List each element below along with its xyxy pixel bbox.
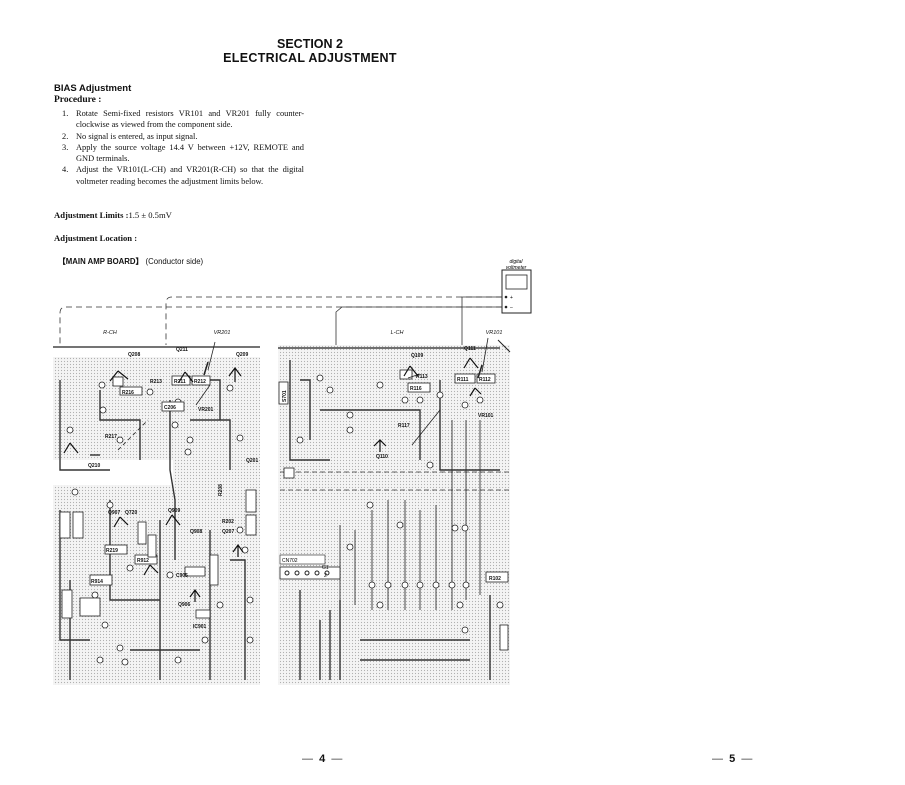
part-label: IC901 — [193, 624, 207, 630]
part-label: Q209 — [236, 352, 248, 358]
page-number-left: — 4 — — [302, 753, 343, 765]
part-label: R216 — [122, 390, 134, 396]
board-name: 【MAIN AMP BOARD】 — [58, 257, 144, 266]
part-label: Q111 — [464, 346, 476, 352]
part-label: VR201 — [198, 407, 214, 413]
voltmeter-minus-terminal — [504, 305, 508, 309]
part-label: R914 — [91, 579, 103, 585]
part-label: Q908 — [190, 529, 202, 535]
part-label: R202 — [222, 519, 234, 525]
part-label: Q109 — [411, 353, 423, 359]
part-label: S701 — [282, 390, 288, 402]
page-number-right: — 5 — — [712, 753, 753, 765]
voltmeter-display — [505, 274, 528, 290]
procedure-heading: Procedure : — [54, 95, 102, 105]
part-label: C206 — [164, 405, 176, 411]
probe-leads — [59, 296, 502, 449]
board-right: CN702 G1 2 — [278, 337, 511, 685]
part-label: Q110 — [376, 454, 388, 460]
part-label: Q210 — [88, 463, 100, 469]
l-ch-label: L-CH — [391, 330, 404, 336]
adjustment-location-label: Adjustment Location : — [54, 233, 138, 243]
procedure-steps: 1.Rotate Semi-fixed resistors VR101 and … — [54, 108, 304, 187]
part-label: Q207 — [222, 529, 234, 535]
part-label: R912 — [137, 558, 149, 564]
section-title: ELECTRICAL ADJUSTMENT — [223, 51, 397, 65]
board-left — [53, 341, 260, 685]
connector-cn702: CN702 G1 2 — [279, 554, 341, 580]
part-label: R116 — [410, 386, 422, 392]
pin-label: 2 — [324, 573, 327, 579]
pin-label: G1 — [322, 565, 329, 571]
part-label: R117 — [398, 423, 410, 429]
part-label-cn702: CN702 — [282, 558, 298, 564]
part-label: R219 — [106, 548, 118, 554]
r-ch-label: R-CH — [103, 330, 117, 336]
part-label: Q720 — [125, 510, 137, 516]
part-label: R102 — [489, 576, 501, 582]
voltmeter-label: digital — [509, 259, 523, 265]
voltmeter-plus-label: + — [510, 295, 513, 301]
procedure-step: 1.Rotate Semi-fixed resistors VR101 and … — [62, 109, 304, 130]
voltmeter-label: voltmeter — [506, 265, 527, 271]
part-label: R111 — [457, 377, 469, 383]
voltmeter-minus-label: – — [510, 305, 513, 311]
part-label: R113 — [416, 374, 428, 380]
part-label: VR101 — [478, 413, 494, 419]
vr201-label: VR201 — [214, 330, 231, 336]
part-label: C905 — [176, 573, 188, 579]
procedure-step: 4.Adjust the VR101(L-CH) and VR201(R-CH)… — [62, 165, 304, 186]
part-label: R212 — [194, 379, 206, 385]
vr101-label: VR101 — [486, 330, 503, 336]
voltmeter-plus-terminal — [504, 295, 508, 299]
board-side: (Conductor side) — [145, 257, 204, 266]
bias-heading: BIAS Adjustment — [54, 83, 132, 94]
part-label: Q211 — [176, 347, 188, 353]
part-label: Q208 — [128, 352, 140, 358]
part-label: R112 — [479, 377, 491, 383]
part-label: R208 — [218, 484, 224, 496]
part-label: Q906 — [178, 602, 190, 608]
adjustment-limits: Adjustment Limits :1.5 ± 0.5mV — [54, 210, 172, 220]
procedure-step: 2.No signal is entered, as input signal. — [62, 131, 198, 141]
part-label: R217 — [105, 434, 117, 440]
digital-voltmeter: digital voltmeter + – — [501, 259, 532, 314]
adjustment-limits-label: Adjustment Limits : — [54, 210, 129, 220]
part-label: Q201 — [246, 458, 258, 464]
board-label: 【MAIN AMP BOARD】 (Conductor side) — [58, 256, 203, 267]
part-label: Q907 — [108, 510, 120, 516]
adjustment-limits-value: 1.5 ± 0.5mV — [128, 210, 172, 220]
part-label: Q909 — [168, 508, 180, 514]
part-label: R213 — [150, 379, 162, 385]
part-label: R211 — [174, 379, 186, 385]
procedure-step: 3.Apply the source voltage 14.4 V betwee… — [62, 142, 304, 164]
section-number: SECTION 2 — [277, 37, 343, 51]
